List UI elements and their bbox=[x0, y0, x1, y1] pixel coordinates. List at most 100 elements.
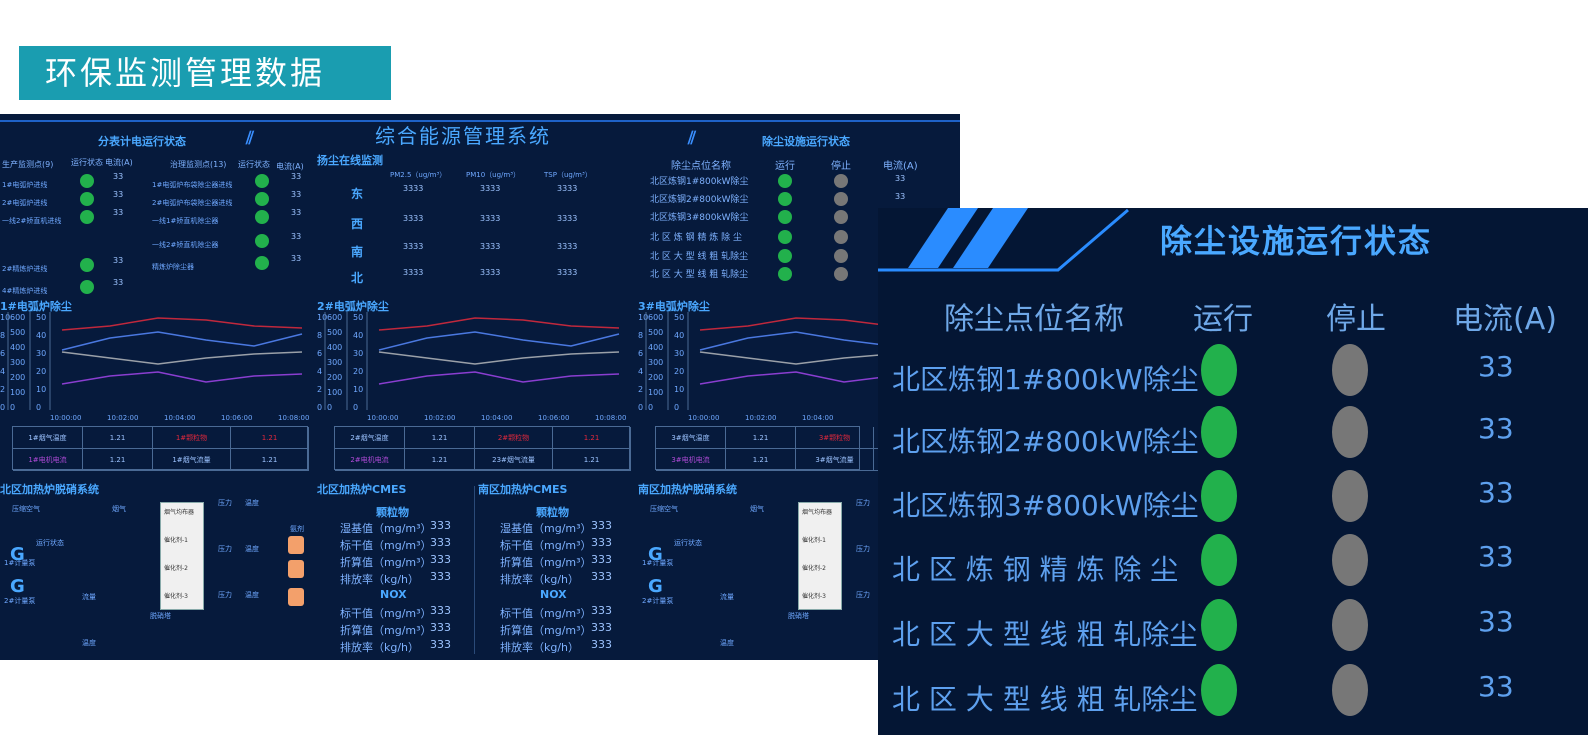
temp-label: 温度 bbox=[82, 639, 96, 647]
run-dot-icon bbox=[778, 192, 792, 206]
axis-c-tick: 50 bbox=[36, 313, 46, 322]
cems-label: 标干值（mg/m³） bbox=[340, 607, 432, 620]
x-tick: 10:00:00 bbox=[688, 414, 719, 422]
cems-value: 333 bbox=[430, 570, 451, 583]
table-cell: 1.21 bbox=[231, 427, 309, 449]
meter-left-item: 1#电弧炉进线 bbox=[2, 181, 48, 189]
stop-dot-icon bbox=[1332, 534, 1368, 586]
status-label: 运行状态 bbox=[36, 539, 64, 547]
run-dot-icon bbox=[1201, 664, 1237, 716]
pump1-icon: G bbox=[648, 544, 663, 565]
meter-value: 33 bbox=[113, 208, 124, 217]
run-dot-icon bbox=[778, 174, 792, 188]
pressure-label: 压力 bbox=[856, 499, 870, 507]
cems-value: 333 bbox=[430, 621, 451, 634]
dust-current-value: 33 bbox=[895, 174, 906, 183]
temp-label: 温度 bbox=[245, 499, 259, 507]
axis-a-tick: 10 bbox=[317, 313, 327, 322]
table-cell: 1.21 bbox=[726, 449, 796, 471]
x-tick: 10:02:00 bbox=[745, 414, 776, 422]
cems-value: 333 bbox=[430, 536, 451, 549]
gas-label: 烟气 bbox=[750, 505, 764, 513]
meter-section-title: 分表计电运行状态 bbox=[98, 135, 186, 148]
banner-title: 环保监测管理数据 bbox=[45, 54, 326, 92]
zoom-point-name: 北 区 炼 钢 精 炼 除 尘 bbox=[892, 553, 1179, 586]
table-cell: 3#颗粒物 bbox=[796, 427, 874, 449]
table-cell: 2#电机电流 bbox=[335, 449, 405, 471]
axis-b-tick: 400 bbox=[10, 343, 25, 352]
axis-c-tick: 0 bbox=[36, 403, 41, 412]
table-cell: 1#烟气温度 bbox=[13, 427, 83, 449]
cems-particle-header: 颗粒物 bbox=[536, 506, 569, 519]
axis-c-tick: 40 bbox=[36, 331, 46, 340]
axis-a-tick: 8 bbox=[0, 331, 5, 340]
axis-a-tick: 4 bbox=[638, 367, 643, 376]
axis-c-tick: 10 bbox=[353, 385, 363, 394]
axis-b-tick: 200 bbox=[327, 373, 342, 382]
axis-b-tick: 100 bbox=[10, 388, 25, 397]
cems-north-title: 北区加热炉CMES bbox=[317, 483, 407, 496]
run-dot-icon bbox=[1201, 406, 1237, 458]
dust-value: 3333 bbox=[403, 268, 424, 277]
axis-b-tick: 0 bbox=[10, 403, 15, 412]
cems-label: 湿基值（mg/m³） bbox=[340, 522, 432, 535]
dust-value: 3333 bbox=[480, 184, 501, 193]
pressure-label: 压力 bbox=[856, 545, 870, 553]
dust-point-name: 北区炼钢3#800kW除尘 bbox=[650, 213, 749, 223]
top-divider bbox=[0, 120, 960, 122]
pressure-label: 压力 bbox=[218, 545, 232, 553]
cems-label: 湿基值（mg/m³） bbox=[500, 522, 592, 535]
run-dot-icon bbox=[778, 230, 792, 244]
meter-left-item: 2#电弧炉进线 bbox=[2, 199, 48, 207]
dust-value: 3333 bbox=[480, 242, 501, 251]
axis-b-tick: 300 bbox=[10, 358, 25, 367]
zoom-current-value: 33 bbox=[1478, 540, 1514, 573]
dust-value: 3333 bbox=[480, 268, 501, 277]
meter-left-item: 4#精炼炉进线 bbox=[2, 287, 48, 295]
meter-status-header: 运行状态 bbox=[238, 160, 270, 169]
status-dot-icon bbox=[255, 256, 269, 270]
axis-c-tick: 40 bbox=[353, 331, 363, 340]
cems-value: 333 bbox=[591, 519, 612, 532]
trend-chart: 108642060050040030020010005040302010010:… bbox=[317, 312, 626, 422]
x-tick: 10:02:00 bbox=[107, 414, 138, 422]
run-dot-icon bbox=[1201, 599, 1237, 651]
status-dot-icon bbox=[255, 210, 269, 224]
cems-particle-header: 颗粒物 bbox=[376, 506, 409, 519]
temp-label: 温度 bbox=[720, 639, 734, 647]
axis-c-tick: 30 bbox=[674, 349, 684, 358]
dust-direction: 西 bbox=[351, 217, 364, 231]
dust-value: 3333 bbox=[557, 214, 578, 223]
series-line bbox=[378, 371, 620, 385]
axis-c-tick: 10 bbox=[36, 385, 46, 394]
x-tick: 10:00:00 bbox=[367, 414, 398, 422]
axis-b-tick: 400 bbox=[327, 343, 342, 352]
zoom-current-value: 33 bbox=[1478, 476, 1514, 509]
axis-b-tick: 100 bbox=[327, 388, 342, 397]
tower-stage: 催化剂-3 bbox=[802, 593, 826, 600]
cems-value: 333 bbox=[591, 638, 612, 651]
cems-label: 排放率（kg/h） bbox=[500, 641, 580, 654]
stop-dot-icon bbox=[1332, 344, 1368, 396]
meter-value: 33 bbox=[113, 190, 124, 199]
cems-nox-header: NOX bbox=[540, 588, 567, 601]
ammonia-tank-icon bbox=[288, 536, 304, 554]
axis-c-tick: 40 bbox=[674, 331, 684, 340]
cems-value: 333 bbox=[430, 519, 451, 532]
axis-b-tick: 500 bbox=[648, 328, 663, 337]
axis-a-tick: 8 bbox=[317, 331, 322, 340]
axis-a-tick: 8 bbox=[638, 331, 643, 340]
series-line bbox=[61, 317, 303, 331]
cems-label: 折算值（mg/m³） bbox=[500, 624, 592, 637]
axis-b-tick: 600 bbox=[10, 313, 25, 322]
chart-title: 3#电弧炉除尘 bbox=[638, 300, 710, 313]
meter-value: 33 bbox=[113, 172, 124, 181]
tower-stage: 催化剂-2 bbox=[164, 565, 188, 572]
stop-dot-icon bbox=[1332, 664, 1368, 716]
pump-label: 1#计量泵 bbox=[642, 559, 674, 567]
dust-stop-header: 停止 bbox=[831, 161, 851, 172]
cems-label: 折算值（mg/m³） bbox=[500, 556, 592, 569]
